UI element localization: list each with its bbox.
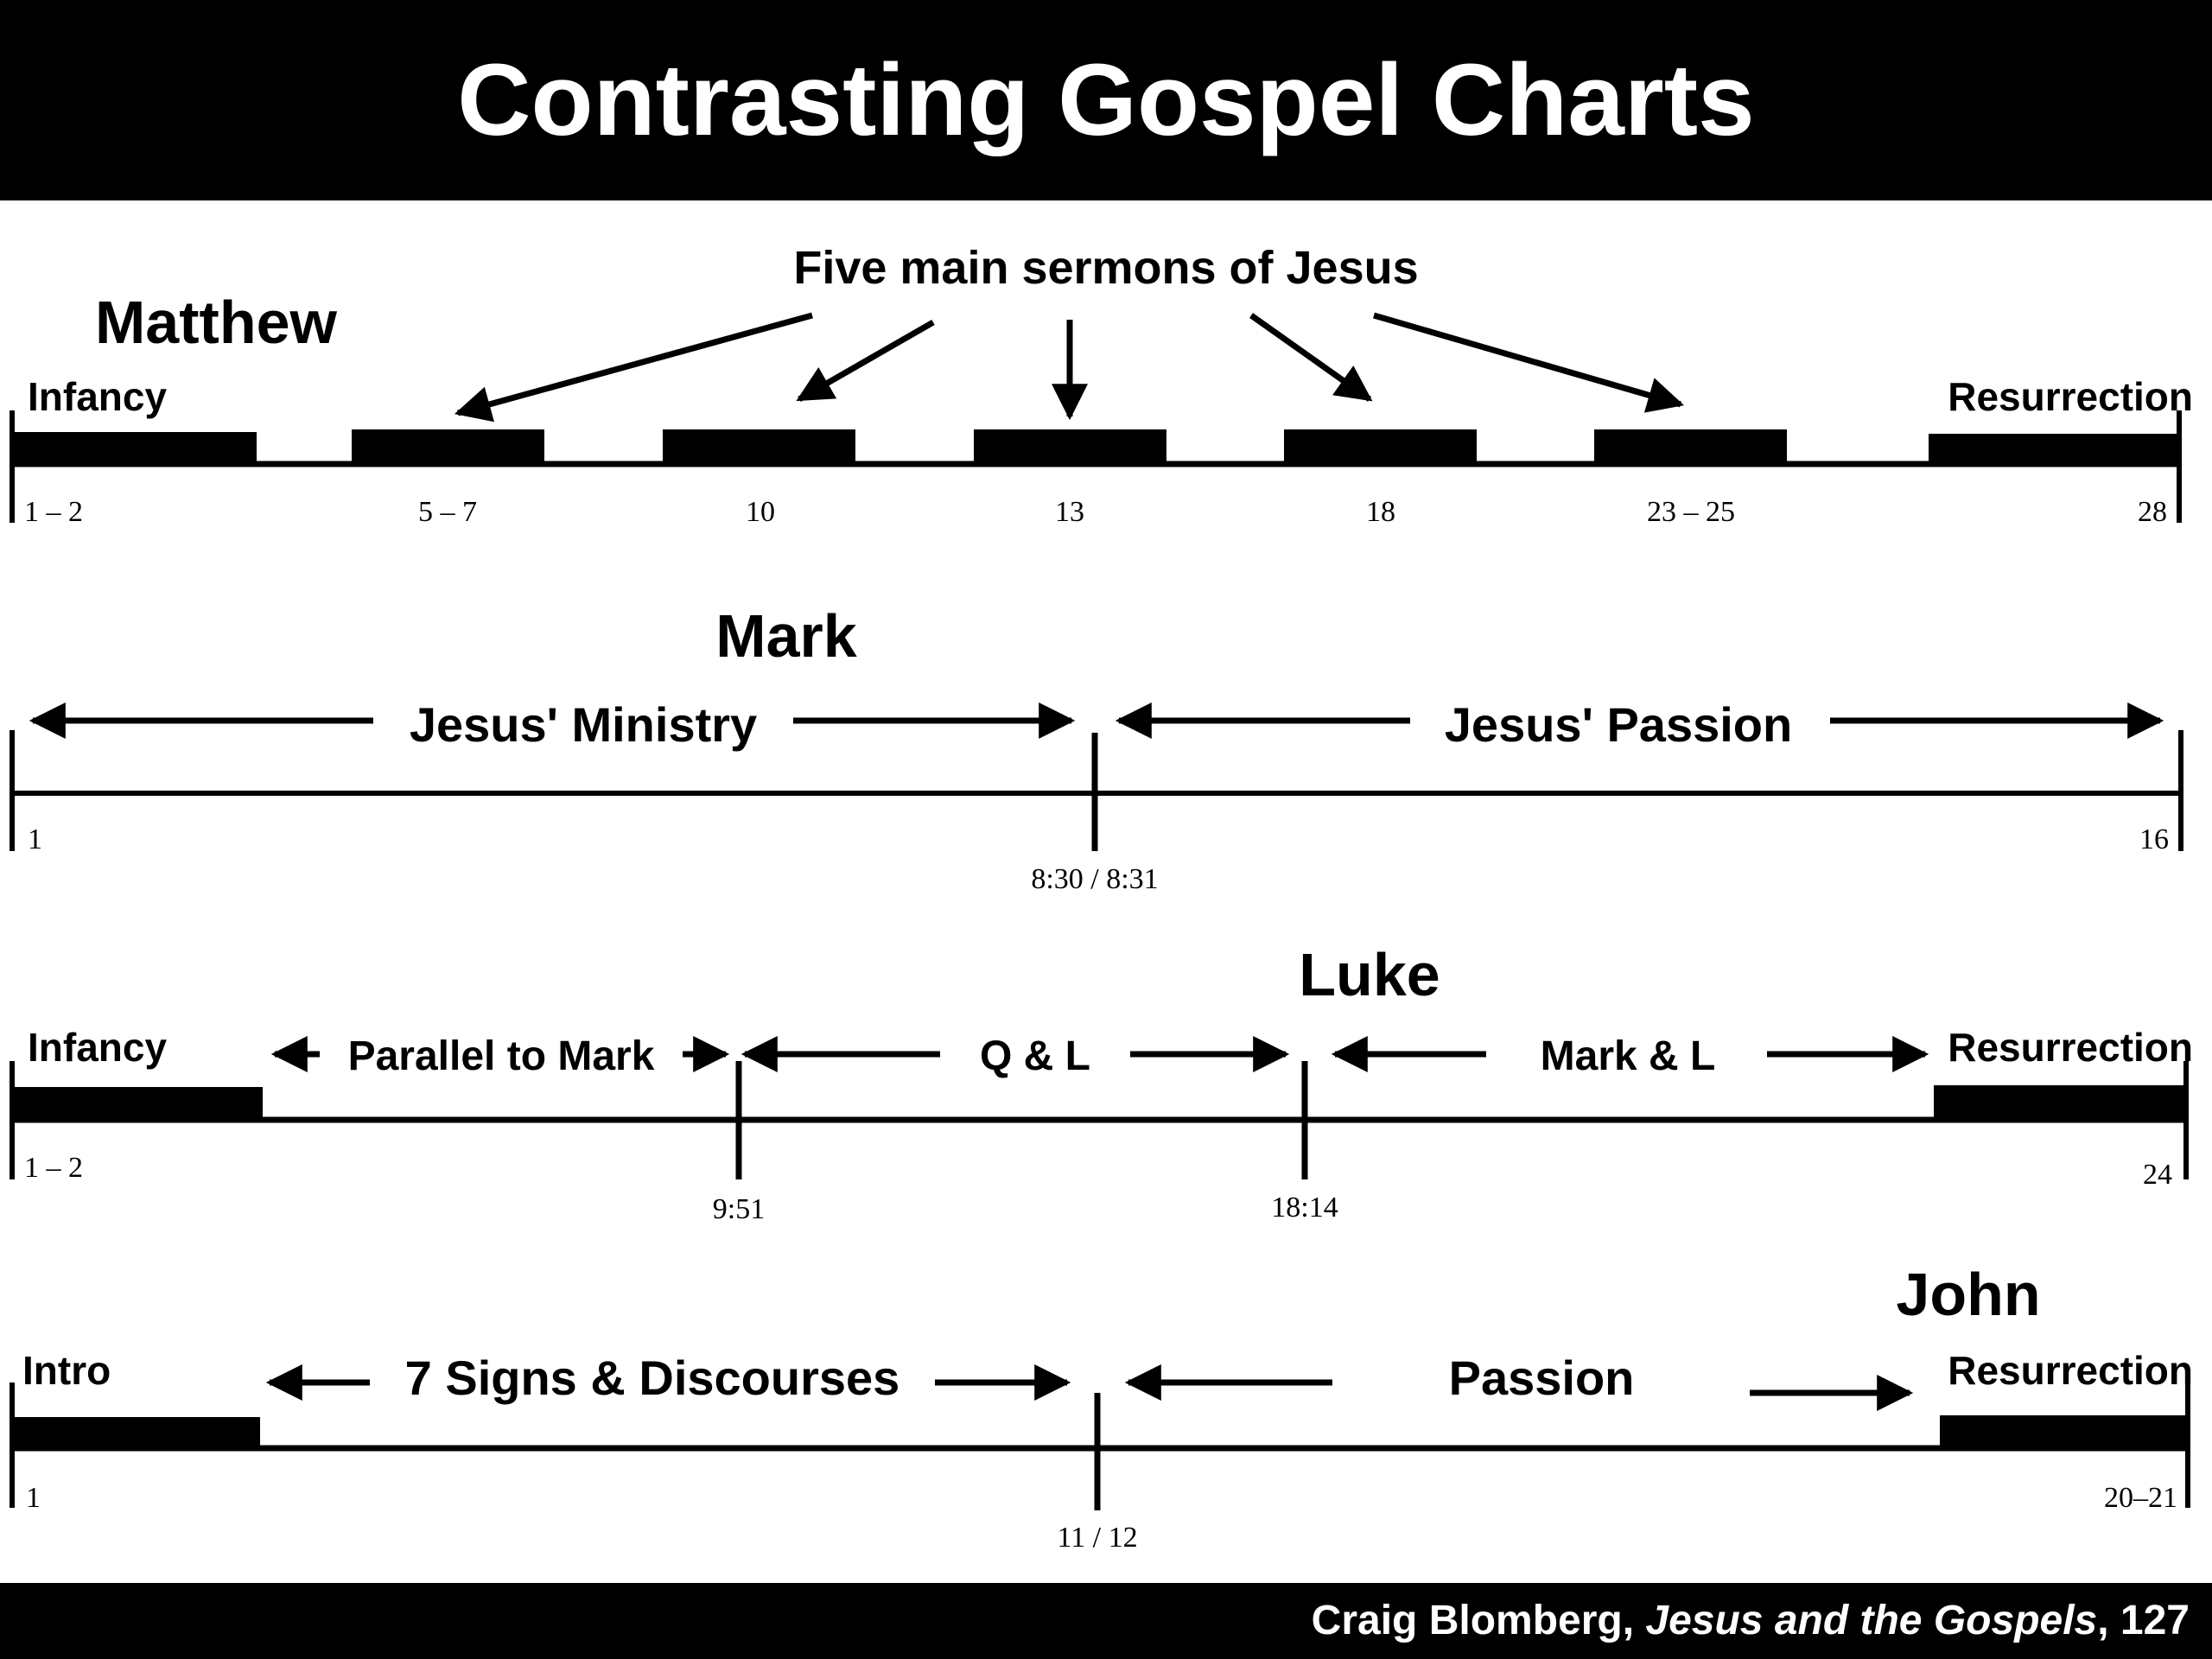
john-timeline: John Intro Resurrection 7 Signs & Discou… (10, 1261, 2193, 1554)
sermon-arrow-2 (796, 319, 935, 403)
matthew-resurrection-label: Resurrection (1948, 374, 2193, 419)
luke-infancy-label: Infancy (28, 1025, 167, 1070)
john-tick-start: 1 (26, 1482, 41, 1514)
matthew-tick-5: 18 (1366, 496, 1395, 528)
matthew-tick-2: 5 – 7 (418, 496, 477, 528)
matthew-tick-7: 28 (2138, 496, 2167, 528)
matthew-block-sermon-1 (352, 429, 544, 464)
luke-divider-2-label: 18:14 (1271, 1192, 1338, 1224)
john-name: John (1896, 1261, 2040, 1328)
mark-tick-end: 16 (2139, 823, 2169, 855)
john-divider-label: 11 / 12 (1057, 1522, 1137, 1554)
matthew-timeline: Matthew Five main sermons of Jesus Infan… (10, 242, 2193, 528)
citation-book: Jesus and the Gospels (1645, 1598, 2098, 1643)
matthew-block-sermon-5 (1594, 429, 1787, 464)
mark-timeline: Mark Jesus' Ministry Jesus' Passion 1 16… (10, 602, 2183, 895)
matthew-tick-4: 13 (1055, 496, 1084, 528)
title-banner: Contrasting Gospel Charts (0, 0, 2212, 200)
luke-timeline: Luke Infancy Resurrection Parallel to Ma… (10, 941, 2193, 1225)
mark-section-passion: Jesus' Passion (1445, 697, 1792, 752)
matthew-block-sermon-2 (663, 429, 855, 464)
mark-name: Mark (715, 602, 856, 670)
matthew-block-infancy (12, 432, 257, 464)
page-title: Contrasting Gospel Charts (457, 43, 1755, 157)
luke-tick-end: 24 (2143, 1159, 2172, 1191)
luke-section-markl: Mark & L (1541, 1033, 1716, 1079)
matthew-block-sermon-4 (1284, 429, 1477, 464)
luke-section-parallel: Parallel to Mark (348, 1033, 655, 1079)
john-resurrection-label: Resurrection (1948, 1348, 2193, 1393)
matthew-block-resurrection (1929, 434, 2179, 464)
matthew-tick-1: 1 – 2 (24, 496, 83, 528)
john-section-signs: 7 Signs & Discourses (405, 1351, 900, 1405)
luke-tick-start: 1 – 2 (24, 1152, 83, 1184)
citation-page: , 127 (2097, 1598, 2190, 1643)
matthew-name: Matthew (95, 289, 338, 356)
sermon-arrows (454, 312, 1685, 423)
luke-block-resurrection (1934, 1085, 2186, 1120)
citation-footer: Craig Blomberg, Jesus and the Gospels, 1… (0, 1583, 2212, 1659)
sermon-arrow-4 (1249, 313, 1373, 402)
john-intro-label: Intro (22, 1348, 111, 1393)
luke-section-ql: Q & L (980, 1033, 1090, 1079)
luke-divider-1-label: 9:51 (713, 1193, 765, 1225)
citation-text: Craig Blomberg, Jesus and the Gospels, 1… (1312, 1583, 2190, 1659)
sermons-label: Five main sermons of Jesus (793, 242, 1418, 294)
luke-block-infancy (12, 1087, 263, 1120)
mark-divider-label: 8:30 / 8:31 (1031, 863, 1158, 895)
luke-name: Luke (1299, 941, 1440, 1008)
john-block-resurrection (1940, 1415, 2188, 1448)
citation-author: Craig Blomberg, (1311, 1598, 1646, 1643)
matthew-block-sermon-3 (974, 429, 1166, 464)
mark-tick-start: 1 (28, 823, 42, 855)
luke-resurrection-label: Resurrection (1948, 1025, 2193, 1070)
sermon-arrow-1 (454, 312, 813, 423)
matthew-infancy-label: Infancy (28, 374, 167, 419)
john-block-intro (12, 1417, 260, 1448)
matthew-tick-6: 23 – 25 (1647, 496, 1735, 528)
john-tick-end: 20–21 (2104, 1482, 2177, 1514)
matthew-tick-3: 10 (746, 496, 775, 528)
john-section-passion: Passion (1449, 1351, 1635, 1405)
mark-section-ministry: Jesus' Ministry (410, 697, 757, 752)
sermon-arrow-5 (1373, 312, 1685, 413)
